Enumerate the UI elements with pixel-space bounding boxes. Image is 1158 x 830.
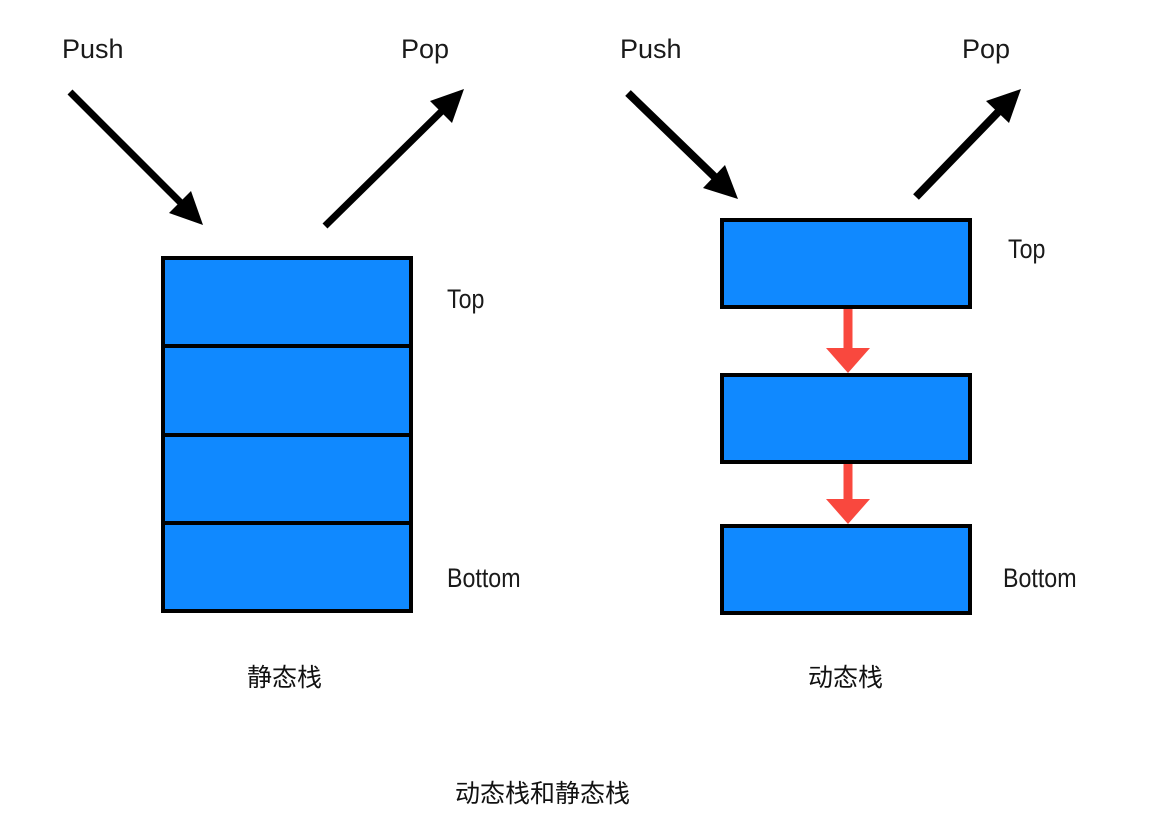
- right-top-label: Top: [1008, 234, 1046, 264]
- left-pop-label: Pop: [401, 34, 450, 64]
- diagram-title: 动态栈和静态栈: [455, 779, 631, 808]
- right-caption: 动态栈: [808, 663, 884, 692]
- left-pop-arrow-icon: [322, 89, 464, 229]
- static-stack-cell[interactable]: [165, 260, 409, 349]
- left-push-arrow-icon: [67, 89, 203, 225]
- static-stack-cell[interactable]: [165, 436, 409, 525]
- left-bottom-label: Bottom: [447, 563, 521, 593]
- right-pop-arrow-icon: [913, 89, 1021, 200]
- dynamic-link-arrow-icon: [826, 464, 870, 524]
- left-top-label: Top: [447, 284, 485, 314]
- right-push-label: Push: [620, 34, 682, 64]
- dynamic-stack-node-top[interactable]: [720, 218, 972, 309]
- static-stack-cell[interactable]: [165, 524, 409, 609]
- right-bottom-label: Bottom: [1003, 563, 1077, 593]
- dynamic-stack-node-bottom[interactable]: [720, 524, 972, 615]
- right-pop-label: Pop: [962, 34, 1011, 64]
- left-push-label: Push: [62, 34, 124, 64]
- right-push-arrow-icon: [625, 90, 738, 199]
- dynamic-stack-node-middle[interactable]: [720, 373, 972, 464]
- left-caption: 静态栈: [247, 663, 323, 692]
- static-stack: [161, 256, 413, 613]
- static-stack-cell[interactable]: [165, 348, 409, 437]
- dynamic-link-arrow-icon: [826, 309, 870, 373]
